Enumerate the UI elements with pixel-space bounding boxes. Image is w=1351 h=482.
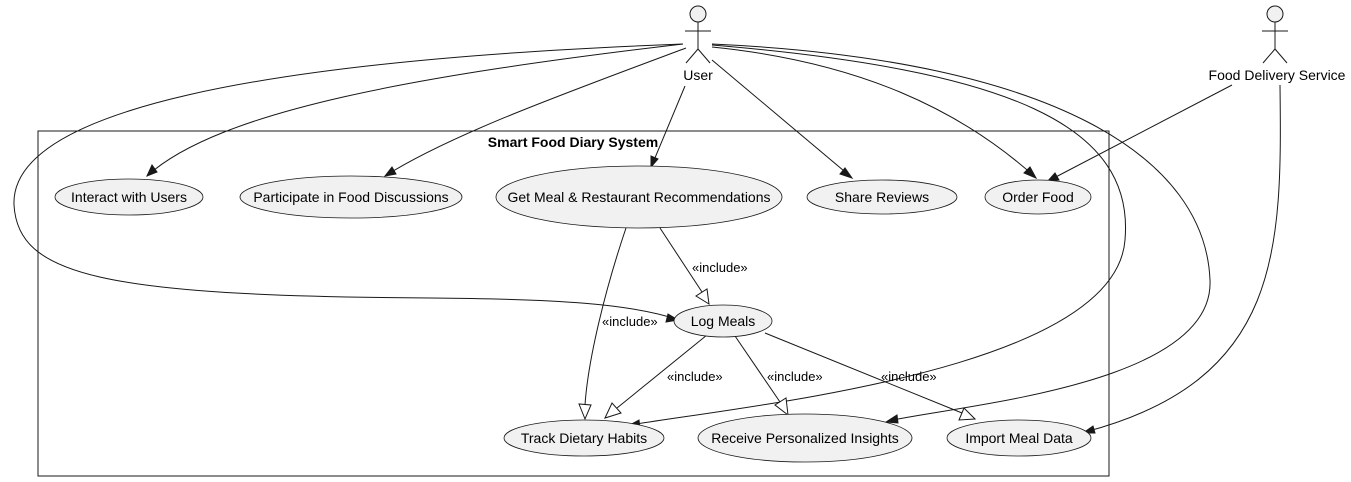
include-label-recommend-log: «include» [692,260,748,275]
use-case-get-meal-restaurant-recommendations[interactable]: Get Meal & Restaurant Recommendations [495,165,783,229]
actor-food-delivery-service[interactable]: Food Delivery Service [1209,5,1346,83]
use-case-label: Import Meal Data [965,430,1073,446]
include-label-log-import: «include» [881,369,937,384]
system-title: Smart Food Diary System [488,134,658,150]
use-case-share-reviews[interactable]: Share Reviews [806,179,958,215]
use-case-receive-personalized-insights[interactable]: Receive Personalized Insights [697,413,913,463]
use-case-participate-in-food-discussions[interactable]: Participate in Food Discussions [239,175,463,219]
use-case-interact-with-users[interactable]: Interact with Users [54,178,204,216]
include-label-log-insights: «include» [767,369,823,384]
use-case-label: Share Reviews [835,189,929,205]
associations [13,43,1281,434]
actor-user[interactable]: User [683,5,713,83]
actor-user-label: User [683,67,713,83]
use-case-track-dietary-habits[interactable]: Track Dietary Habits [503,419,665,457]
use-case-order-food[interactable]: Order Food [984,179,1092,215]
use-case-label: Interact with Users [71,189,187,205]
actor-delivery-head-icon [1266,5,1284,23]
use-case-import-meal-data[interactable]: Import Meal Data [946,419,1092,457]
use-case-label: Track Dietary Habits [521,430,647,446]
use-case-label: Log Meals [691,313,756,329]
include-label-log-track: «include» [667,369,723,384]
use-case-label: Receive Personalized Insights [711,430,899,446]
use-case-label: Get Meal & Restaurant Recommendations [507,189,770,205]
use-case-log-meals[interactable]: Log Meals [673,304,773,338]
actor-user-head-icon [689,5,707,23]
system-boundary [37,130,1110,477]
include-label-recommend-track: «include» [602,314,658,329]
actor-delivery-label: Food Delivery Service [1209,67,1346,83]
use-case-label: Participate in Food Discussions [253,189,448,205]
use-case-label: Order Food [1002,189,1074,205]
include-relations: «include» «include» «include» «include» … [578,227,977,421]
